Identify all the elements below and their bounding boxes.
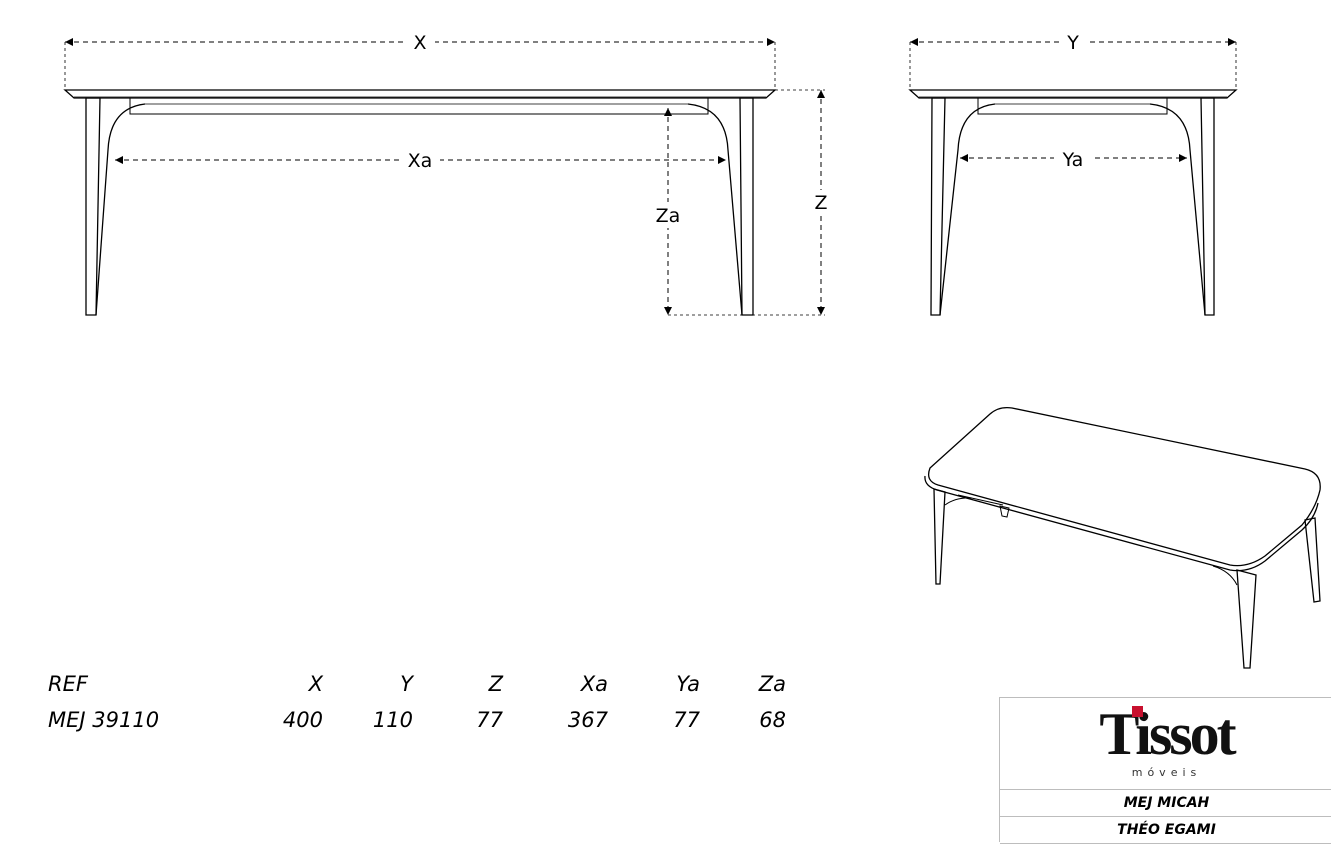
logo-subtext: móveis — [1131, 766, 1202, 779]
side-apron-curve-right — [1149, 103, 1206, 316]
brand-logo: Tissot móveis — [1000, 698, 1331, 790]
side-tabletop — [908, 89, 1238, 99]
spec-header-za: Za — [758, 672, 786, 696]
iso-leg-front-left — [933, 488, 946, 585]
spec-cell-x: 400 — [282, 708, 323, 732]
spec-cell-xa: 367 — [567, 708, 608, 732]
product-name: MEJ MICAH — [1000, 790, 1331, 817]
spec-header-ref: REF — [48, 672, 88, 696]
table-row: MEJ 39110 400 110 77 367 77 68 — [48, 702, 786, 738]
title-block: Tissot móveis MEJ MICAH THÉO EGAMI — [999, 697, 1331, 844]
side-dimensions: Y Ya — [909, 30, 1237, 171]
spec-header-z: Z — [488, 672, 503, 696]
front-apron-curve-right — [687, 103, 743, 316]
spec-header-xa: Xa — [580, 672, 608, 696]
dim-za-label: Za — [656, 205, 681, 227]
spec-cell-ya: 77 — [673, 708, 700, 732]
front-tabletop — [63, 89, 777, 99]
spec-cell-za: 68 — [759, 708, 786, 732]
dim-xa-label: Xa — [408, 150, 433, 172]
iso-leg-front-right — [1236, 569, 1257, 669]
iso-leg-back — [999, 505, 1010, 518]
side-apron — [977, 98, 1168, 115]
side-view — [908, 89, 1238, 316]
spec-cell-y: 110 — [372, 708, 413, 732]
spec-table: REF X Y Z Xa Ya Za MEJ 39110 400 110 77 … — [48, 666, 786, 738]
side-apron-curve-left — [939, 103, 996, 316]
designer-name: THÉO EGAMI — [1000, 817, 1331, 844]
spec-cell-ref: MEJ 39110 — [48, 708, 160, 732]
spec-cell-z: 77 — [476, 708, 503, 732]
isometric-view — [924, 406, 1321, 669]
dim-z-label: Z — [814, 192, 827, 214]
dim-x-label: X — [413, 32, 426, 54]
logo-wordmark: Tissot — [1099, 701, 1236, 767]
side-leg-left — [930, 97, 946, 316]
spec-header-y: Y — [400, 672, 413, 696]
iso-leg-back-right — [1304, 517, 1321, 603]
front-dimensions: X Xa Za Z — [64, 30, 832, 316]
iso-tabletop — [927, 406, 1321, 567]
front-leg-right — [739, 97, 754, 316]
dim-y-label: Y — [1066, 32, 1079, 54]
front-apron — [129, 98, 709, 115]
spec-header-ya: Ya — [676, 672, 700, 696]
spec-header-x: X — [308, 672, 323, 696]
side-leg-right — [1200, 97, 1215, 316]
dim-ya-label: Ya — [1062, 149, 1084, 171]
spec-table-header: REF X Y Z Xa Ya Za — [48, 666, 786, 702]
front-view — [63, 89, 777, 316]
front-apron-curve-left — [95, 103, 146, 316]
logo-dot-icon — [1132, 706, 1143, 717]
front-leg-left — [85, 97, 101, 316]
